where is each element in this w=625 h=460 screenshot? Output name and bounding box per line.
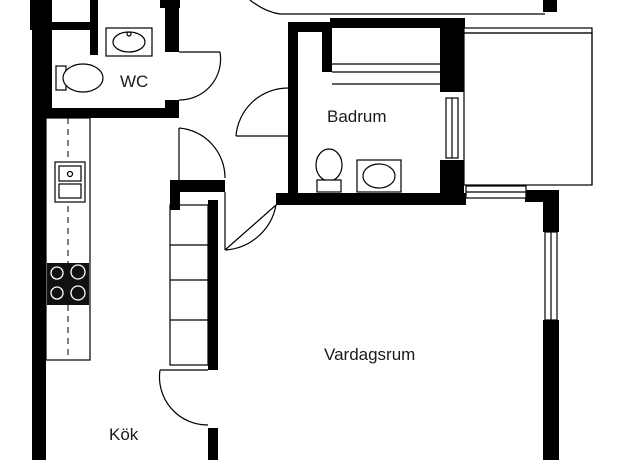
room-labels: WC Badrum Vardagsrum Kök xyxy=(109,72,415,444)
wall-kitchen-right-lower xyxy=(208,428,218,460)
wall-wc-bottom xyxy=(46,108,176,118)
wall-bath-shaft xyxy=(322,22,332,72)
hall-door-arc xyxy=(178,127,226,179)
top-rail xyxy=(249,0,545,15)
living-door-arc xyxy=(224,204,277,251)
wall-left-exterior xyxy=(32,110,46,460)
wall-wc-right-lower xyxy=(165,100,179,118)
windows xyxy=(445,97,558,321)
balcony-top-edge xyxy=(463,27,593,34)
wall-right-lower xyxy=(543,320,559,460)
bath-basin-bowl xyxy=(362,163,396,189)
stove-burner-4 xyxy=(70,285,86,301)
doors xyxy=(158,51,289,426)
wall-bath-right-lower xyxy=(440,160,464,205)
room-label-vardagsrum: Vardagsrum xyxy=(324,345,415,364)
wc-toilet-bowl xyxy=(62,63,104,93)
wall-hall-mid xyxy=(170,180,225,192)
wall-balcony-bottom-right xyxy=(525,190,555,202)
room-label-wc: WC xyxy=(120,72,148,91)
stove-burner-1 xyxy=(50,266,64,280)
wall-top-right xyxy=(330,18,465,28)
room-label-kok: Kök xyxy=(109,425,139,444)
wall-left-upper xyxy=(32,0,52,110)
bath-toilet-tank xyxy=(316,179,342,193)
stove-burner-2 xyxy=(70,264,86,280)
kitchen-sink-drain xyxy=(66,170,74,178)
wall-wc-right-upper xyxy=(165,0,179,52)
wc-door-arc xyxy=(178,51,222,101)
walls xyxy=(30,0,559,460)
thin-lines xyxy=(45,0,593,366)
living-door-leaf xyxy=(224,204,277,251)
wall-hall-stub xyxy=(170,180,180,210)
wall-bath-bottom xyxy=(276,193,466,205)
wall-kitchen-right xyxy=(208,200,218,370)
bath-toilet-bowl xyxy=(315,148,343,182)
kitchen-door-arc xyxy=(158,369,209,426)
wall-bath-top-left xyxy=(288,22,330,32)
wall-right-top xyxy=(543,0,557,12)
wall-bath-right-upper xyxy=(440,22,464,92)
kitchen-sink-bowl-2 xyxy=(58,183,82,199)
fixtures xyxy=(47,27,402,305)
room-label-badrum: Badrum xyxy=(327,107,387,126)
wc-basin-tap xyxy=(126,31,132,37)
bath-door-arc xyxy=(235,87,289,137)
wardrobe xyxy=(169,204,209,366)
wall-wc-left xyxy=(90,0,98,55)
balcony-outline xyxy=(463,32,593,186)
wall-bath-left xyxy=(288,28,298,198)
stove-burner-3 xyxy=(50,286,64,300)
wall-wc-top-left xyxy=(30,22,90,30)
